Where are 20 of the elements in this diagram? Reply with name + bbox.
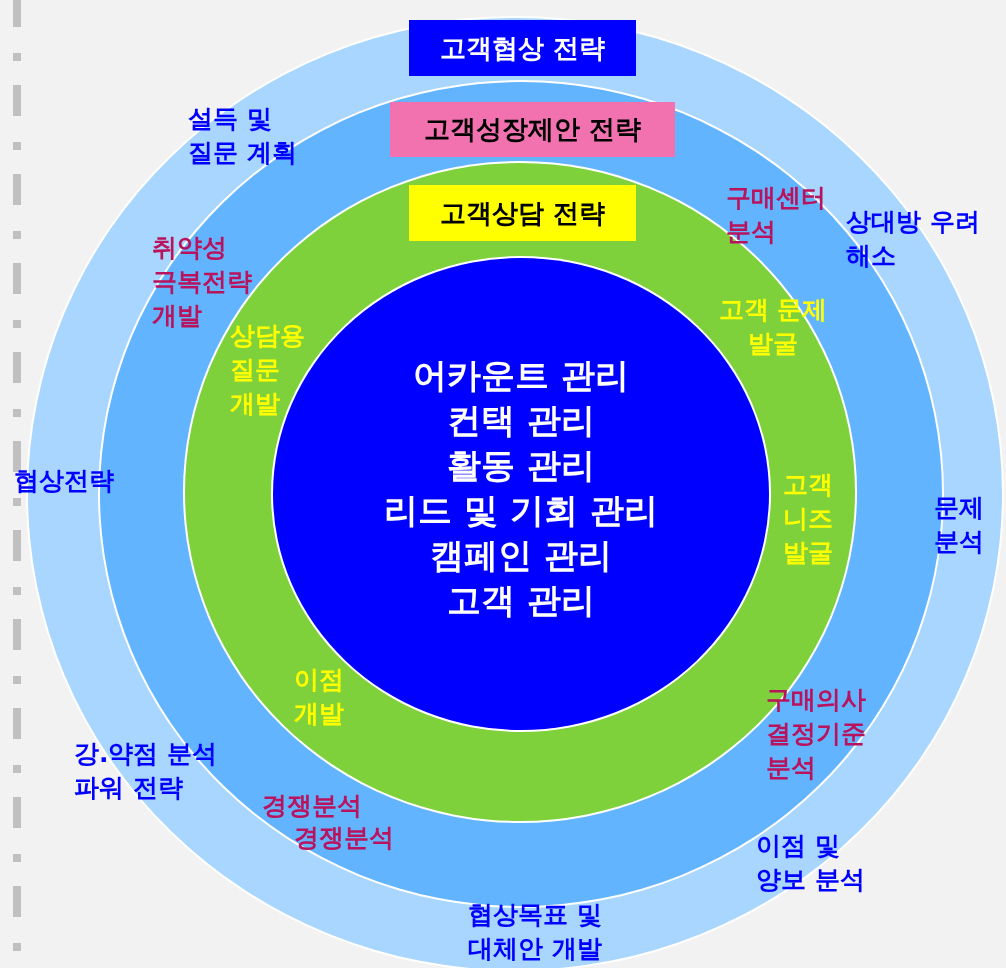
- ring-label: 고객 니즈 발굴: [783, 469, 833, 569]
- ring-label: 경쟁분석: [294, 822, 394, 854]
- ring-label: 강.약점 분석 파워 전략: [74, 738, 219, 804]
- module-label: 어카운트 관리: [412, 354, 630, 397]
- ring-label: 협상목표 및 대체안 개발: [468, 899, 603, 965]
- ring-label: 경쟁분석: [262, 790, 362, 822]
- title-banner: 고객협상 전략: [409, 20, 636, 76]
- ring-label: 상대방 우려 해소: [846, 206, 980, 272]
- module-label: 컨택 관리: [446, 399, 596, 442]
- module-label: 캠페인 관리: [429, 534, 613, 577]
- ring-label: 설득 및 질문 계획: [188, 103, 298, 169]
- module-label: 활동 관리: [446, 444, 596, 487]
- title-banner: 고객성장제안 전략: [390, 102, 675, 157]
- ring-label: 이점 및 양보 분석: [756, 830, 866, 896]
- title-banner: 고객상담 전략: [409, 185, 636, 241]
- ring-label: 협상전략: [14, 465, 114, 497]
- ring-label: 문제 분석: [934, 492, 984, 558]
- module-label: 리드 및 기회 관리: [383, 489, 659, 532]
- module-label: 고객 관리: [446, 579, 596, 622]
- ring-label: 이점 개발: [294, 664, 344, 730]
